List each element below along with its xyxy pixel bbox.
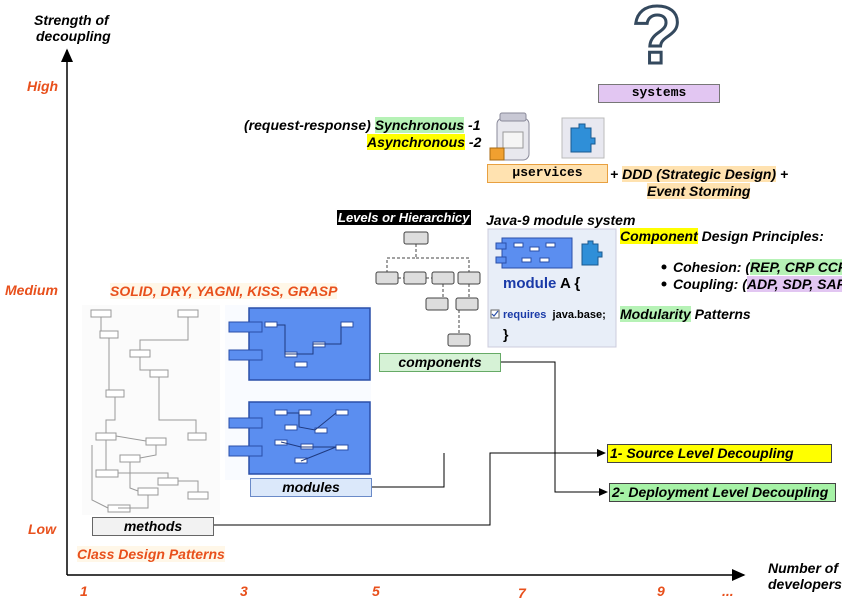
synchronous-line: (request-response) Synchronous -1 xyxy=(244,117,481,133)
modularity-patterns: Modularity Patterns xyxy=(620,306,751,322)
y-level-high: High xyxy=(27,78,59,94)
y-axis-title: Strength of decoupling xyxy=(34,12,111,44)
x-tick-more: ... xyxy=(722,583,734,599)
modules-connector xyxy=(371,453,445,488)
x-tick-7: 7 xyxy=(518,585,526,601)
coupling-line: Coupling: (ADP, SDP, SAP) xyxy=(673,276,842,292)
puzzle-icon xyxy=(561,117,605,159)
ddd-text: + DDD (Strategic Design) + xyxy=(610,166,789,182)
java9-label: Java-9 module system xyxy=(486,212,636,228)
asynchronous-line: Asynchronous -2 xyxy=(367,134,482,150)
x-tick-5: 5 xyxy=(372,583,380,599)
methods-box: methods xyxy=(92,517,214,536)
deployment-level-box: 2- Deployment Level Decoupling xyxy=(609,483,836,502)
component-principles-title: Component Design Principles: xyxy=(620,228,824,244)
hierarchy-diagram xyxy=(375,231,481,347)
x-tick-3: 3 xyxy=(240,583,248,599)
methods-connector xyxy=(212,449,606,526)
modules-diagram xyxy=(225,305,371,480)
components-box: components xyxy=(379,353,501,372)
y-level-low: Low xyxy=(28,521,56,537)
solid-principles: SOLID, DRY, YAGNI, KISS, GRASP xyxy=(110,283,338,299)
cohesion-line: Cohesion: (REP, CRP CCP) xyxy=(673,259,842,275)
levels-label: Levels or Hierarchicy xyxy=(337,210,471,225)
bullet-cohesion xyxy=(661,264,667,270)
question-mark-icon: ? xyxy=(630,0,683,83)
modules-box: modules xyxy=(250,478,372,497)
java-module-graphic xyxy=(487,228,617,348)
source-level-box: 1- Source Level Decoupling xyxy=(607,444,832,463)
requires-line: requires java.base; xyxy=(503,309,606,321)
event-storming-text: Event Storming xyxy=(647,183,751,199)
systems-box: systems xyxy=(598,84,720,103)
bullet-coupling xyxy=(661,281,667,287)
methods-diagram xyxy=(82,305,220,515)
module-close-brace: } xyxy=(503,326,509,342)
module-declaration: module A { xyxy=(503,275,581,292)
components-connector xyxy=(500,361,608,496)
x-axis-title: Number of developers xyxy=(768,560,842,592)
microservices-box: µservices xyxy=(487,164,608,183)
class-design-patterns: Class Design Patterns xyxy=(77,546,225,562)
x-tick-1: 1 xyxy=(80,583,88,599)
y-level-medium: Medium xyxy=(5,282,58,298)
x-tick-9: 9 xyxy=(657,583,665,599)
jar-icon xyxy=(489,112,530,161)
